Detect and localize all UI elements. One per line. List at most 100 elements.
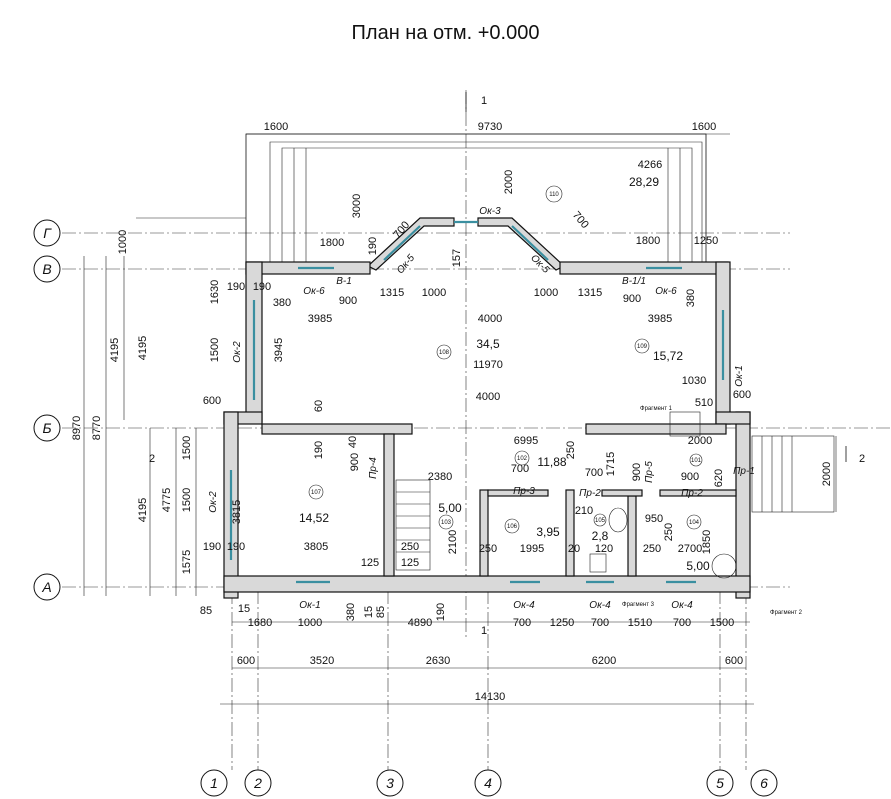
svg-text:1000: 1000: [117, 230, 129, 254]
svg-text:14,52: 14,52: [299, 511, 329, 525]
svg-text:4266: 4266: [638, 159, 662, 171]
svg-text:1: 1: [481, 95, 487, 107]
axis-bubble-2: 2: [244, 769, 272, 797]
axis-bubble-А: А: [33, 573, 61, 601]
svg-text:120: 120: [595, 543, 613, 555]
svg-text:1995: 1995: [520, 543, 544, 555]
svg-text:2: 2: [149, 453, 155, 465]
svg-text:4000: 4000: [476, 391, 500, 403]
section-mark-1-top: 1: [465, 92, 487, 112]
svg-text:600: 600: [237, 655, 255, 667]
svg-text:6200: 6200: [592, 655, 616, 667]
svg-text:Пр-3: Пр-3: [513, 486, 535, 497]
svg-text:250: 250: [401, 541, 419, 553]
svg-text:40: 40: [347, 436, 359, 448]
svg-text:3985: 3985: [648, 313, 672, 325]
svg-text:А: А: [41, 579, 51, 595]
windows: [229, 266, 725, 584]
svg-text:Ок-4: Ок-4: [513, 600, 535, 611]
room-109: 109 15,72: [634, 338, 683, 363]
svg-text:Ок-6: Ок-6: [303, 286, 325, 297]
svg-text:8970: 8970: [71, 416, 83, 440]
svg-text:3945: 3945: [273, 338, 285, 362]
svg-text:3985: 3985: [308, 313, 332, 325]
svg-text:1510: 1510: [628, 617, 652, 629]
svg-text:Б: Б: [42, 420, 51, 436]
svg-text:125: 125: [401, 557, 419, 569]
svg-text:Ок-2: Ок-2: [232, 341, 243, 363]
svg-text:380: 380: [273, 297, 291, 309]
svg-text:210: 210: [575, 505, 593, 517]
fixtures: [589, 411, 737, 579]
svg-text:В-1: В-1: [336, 276, 352, 287]
room-108: 108 34,5: [436, 337, 500, 360]
svg-text:Ок-6: Ок-6: [655, 286, 677, 297]
svg-text:900: 900: [339, 295, 357, 307]
svg-text:Ок-4: Ок-4: [671, 600, 693, 611]
axis-bubble-В: В: [33, 255, 61, 283]
svg-text:600: 600: [725, 655, 743, 667]
svg-text:Фрагмент 3: Фрагмент 3: [622, 602, 655, 608]
svg-text:900: 900: [623, 293, 641, 305]
svg-text:3000: 3000: [351, 194, 363, 218]
room-110: 110 28,29: [545, 175, 659, 203]
svg-text:3520: 3520: [310, 655, 334, 667]
svg-text:5,00: 5,00: [438, 501, 462, 515]
svg-text:85: 85: [375, 606, 387, 618]
stair: [395, 479, 431, 571]
svg-text:190: 190: [203, 541, 221, 553]
svg-text:380: 380: [685, 289, 697, 307]
svg-text:Пр-2: Пр-2: [579, 488, 601, 499]
svg-text:190: 190: [253, 281, 271, 293]
axis-bubble-5: 5: [706, 769, 734, 797]
svg-text:107: 107: [311, 490, 322, 496]
svg-text:6995: 6995: [514, 435, 538, 447]
svg-text:1630: 1630: [209, 280, 221, 304]
bay-window: [366, 217, 566, 271]
room-104: 104 5,00: [686, 514, 710, 573]
svg-text:85: 85: [200, 605, 212, 617]
svg-text:106: 106: [507, 524, 518, 530]
axis-bubble-1: 1: [200, 769, 228, 797]
svg-text:Ок-2: Ок-2: [208, 491, 219, 513]
fragment-labels: Фрагмент 1 Фрагмент 2 Фрагмент 3: [622, 406, 803, 616]
svg-text:510: 510: [695, 397, 713, 409]
svg-text:101: 101: [691, 458, 702, 464]
svg-text:Ок-3: Ок-3: [479, 206, 501, 217]
svg-text:Пр-5: Пр-5: [644, 461, 655, 483]
svg-text:1800: 1800: [320, 237, 344, 249]
svg-text:900: 900: [681, 471, 699, 483]
axis-bubble-6: 6: [750, 769, 778, 797]
svg-text:1250: 1250: [694, 235, 718, 247]
svg-text:2: 2: [253, 775, 262, 791]
svg-text:Пр-1: Пр-1: [733, 466, 755, 477]
svg-text:14130: 14130: [475, 691, 506, 703]
svg-text:109: 109: [637, 344, 648, 350]
svg-text:6: 6: [760, 775, 768, 791]
svg-text:В-1/1: В-1/1: [622, 276, 646, 287]
exterior-walls: [223, 261, 751, 599]
svg-text:700: 700: [673, 617, 691, 629]
svg-text:60: 60: [313, 400, 325, 412]
svg-text:11,88: 11,88: [537, 455, 566, 469]
svg-text:5,00: 5,00: [686, 559, 710, 573]
svg-text:1500: 1500: [181, 436, 193, 460]
svg-text:105: 105: [595, 518, 606, 524]
svg-text:108: 108: [439, 350, 450, 356]
svg-text:8770: 8770: [91, 416, 103, 440]
svg-text:1315: 1315: [380, 287, 404, 299]
svg-text:2000: 2000: [503, 170, 515, 194]
svg-text:1500: 1500: [181, 488, 193, 512]
svg-text:Пр-2: Пр-2: [681, 488, 703, 499]
svg-text:15,72: 15,72: [653, 349, 683, 363]
svg-text:4195: 4195: [137, 336, 149, 360]
svg-text:Ок-4: Ок-4: [589, 600, 611, 611]
svg-text:4890: 4890: [408, 617, 432, 629]
svg-text:3: 3: [386, 775, 394, 791]
room-105: 105 2,8: [592, 513, 609, 543]
svg-text:190: 190: [227, 541, 245, 553]
svg-text:1600: 1600: [692, 121, 716, 133]
svg-text:900: 900: [631, 463, 643, 481]
svg-text:2100: 2100: [447, 530, 459, 554]
svg-text:1575: 1575: [181, 550, 193, 574]
